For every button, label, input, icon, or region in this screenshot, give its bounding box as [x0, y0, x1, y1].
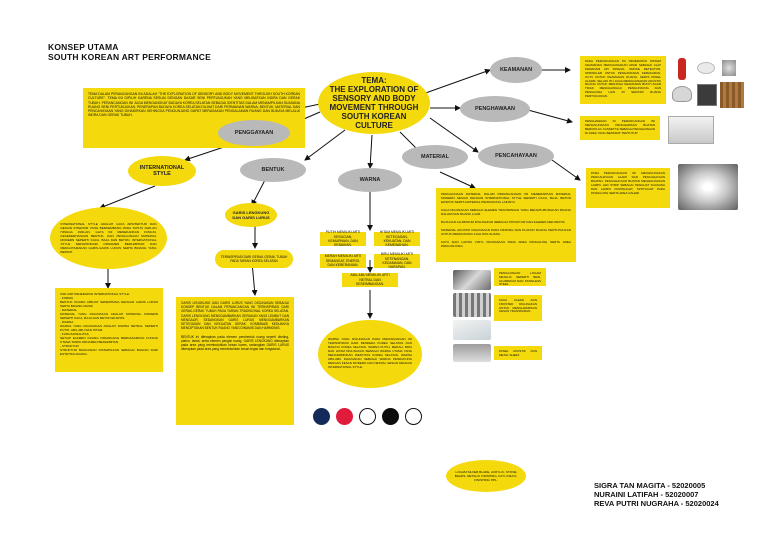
finishing-ellipse-text: LOGAM SILVER BLADE, ACRYLIC, STONE BEADS…	[454, 470, 518, 482]
header-title: KONSEP UTAMA SOUTH KOREAN ART PERFORMANC…	[48, 42, 211, 62]
node-pencahayaan-label: PENCAHAYAAN	[495, 153, 537, 159]
node-penggayaan: PENGGAYAAN	[218, 120, 290, 146]
node-bentuk: BENTUK	[240, 158, 306, 182]
node-garis: GARIS LENGKUNG DAN GARIS LURUS	[225, 203, 277, 227]
finishing-ellipse: LOGAM SILVER BLADE, ACRYLIC, STONE BEADS…	[446, 460, 526, 492]
node-warna-label: WARNA	[359, 177, 381, 183]
warna-ellipse: WARNA YANG DIGUNAKAN PADA PERANCANGAN IN…	[318, 320, 422, 388]
credit-2: NURAINI LATIFAH - 52020007	[594, 490, 699, 499]
node-keamanan: KEAMANAN	[490, 57, 542, 83]
international-style-ellipse: INTERNATIONAL STYLE ADALAH GAYA ARSITEKT…	[50, 207, 167, 269]
node-bentuk-label: BENTUK	[261, 167, 285, 173]
node-keamanan-label: KEAMANAN	[499, 67, 533, 73]
node-penggayaan-label: PENGGAYAAN	[234, 130, 274, 136]
credit-3: REVA PUTRI NUGRAHA - 52020024	[594, 499, 719, 508]
warna-ellipse-text: WARNA YANG DIGUNAKAN PADA PERANCANGAN IN…	[328, 337, 412, 369]
swatch-white-2	[405, 408, 422, 425]
node-garis-label: GARIS LENGKUNG DAN GARIS LURUS	[232, 210, 270, 220]
warna-box-3: MERAH MEMILIKI ARTI SEMANGAT, ENERGI, DA…	[320, 254, 366, 268]
warna-box-1: PUTIH MEMILIKI ARTI KESUCIAN, KEMURNIAN,…	[320, 230, 366, 247]
node-penghawaan: PENGHAWAAN	[460, 96, 530, 122]
cctv-icon	[672, 86, 692, 102]
node-material: MATERIAL	[402, 145, 468, 169]
intro-text-box: TEMA DALAM PERANCANGAN INI ADALAH "THE E…	[83, 88, 305, 148]
material-text-box: PENGGUNAAN MATERIAL DALAM PERANCANGAN IN…	[436, 188, 576, 262]
smoke-detector-icon	[697, 62, 715, 74]
metal-photo	[453, 270, 491, 290]
node-international-style-label: INTERNATIONAL STYLE	[139, 164, 185, 178]
node-material-label: MATERIAL	[420, 154, 449, 160]
led-strip-photo	[678, 164, 738, 210]
node-warna: WARNA	[338, 168, 402, 192]
swatch-black	[382, 408, 399, 425]
international-list-box: CIRI-CIRI PENERAPAN INTERNATIONAL STYLE:…	[55, 288, 163, 372]
glass-photo	[453, 320, 491, 340]
material-photo-caption-1: PENGGUNAAN LOGAM METALIC SEPERTI BESI, A…	[494, 268, 546, 286]
warna-box-4: BIRU MEMILIKI ARTI KETENANGAN, KEDAMAIAN…	[374, 252, 420, 269]
swatch-white	[359, 408, 376, 425]
ac-cassette-photo	[668, 116, 714, 144]
warna-box-5: ABU-ABU MEMILIKI ARTI NETRAL DAN KESEIMB…	[342, 273, 398, 287]
alarm-panel-icon	[697, 84, 717, 106]
theme-ellipse: TEMA: THE EXPLORATION OF SENSORY AND BOD…	[318, 72, 430, 134]
keamanan-text-box: PADA PERANCANGAN INI PENERAPAN SISTEM KE…	[580, 56, 666, 104]
header-line-1: KONSEP UTAMA	[48, 42, 119, 52]
penghawaan-text-box: PENGHAWAAN DI PERANCANGAN INI MENGGUNAKA…	[580, 116, 660, 140]
acoustic-photo	[453, 344, 491, 362]
fire-extinguisher-icon	[678, 58, 686, 80]
node-pencahayaan: PENCAHAYAAN	[478, 143, 554, 169]
bentuk-pill: TERINSPIRASI DARI GERAK-GERAK TUBUH PADA…	[215, 250, 293, 268]
international-style-text: INTERNATIONAL STYLE ADALAH GAYA ARSITEKT…	[60, 222, 157, 254]
pencahayaan-text-box: PADA PERANCANGAN INI MENGGUNAKAN PENCAHA…	[586, 168, 670, 208]
bentuk-text-box: GARIS LENGKUNG DAN GARIS LURUS YANG DIGU…	[176, 297, 294, 425]
credit-1: SIGRA TAN MAGITA - 52020005	[594, 481, 706, 490]
node-international-style: INTERNATIONAL STYLE	[128, 156, 196, 186]
swatch-red	[336, 408, 353, 425]
node-penghawaan-label: PENGHAWAAN	[474, 106, 516, 112]
acoustic-panel-icon	[720, 82, 744, 108]
warna-box-2: HITAM MEMILIKI ARTI KETEGASAN, KEKUATAN,…	[374, 230, 420, 247]
material-photo-caption-2: KACA CLEAR DAN FROSTED DIGUNAKAN UNTUK M…	[494, 295, 542, 321]
sprinkler-icon	[722, 60, 736, 76]
header-line-2: SOUTH KOREAN ART PERFORMANCE	[48, 52, 212, 62]
metal-bars-photo	[453, 293, 491, 317]
material-photo-caption-3: PANEL AKUSTIK DAN METAL SHEET.	[494, 346, 542, 360]
swatch-blue	[313, 408, 330, 425]
credits: SIGRA TAN MAGITA - 52020005 NURAINI LATI…	[594, 481, 719, 508]
theme-text: TEMA: THE EXPLORATION OF SENSORY AND BOD…	[329, 76, 419, 130]
